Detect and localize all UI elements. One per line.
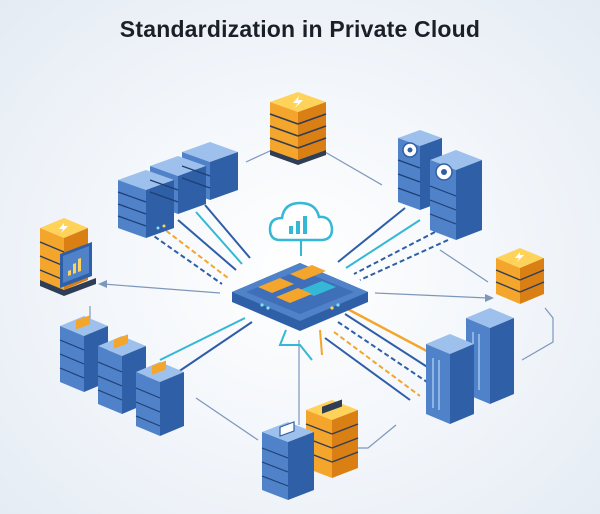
diagram-title: Standardization in Private Cloud: [119, 16, 481, 42]
central-hub: [232, 263, 368, 331]
hub-tile-orange-1: [258, 278, 294, 293]
right-small-orange-server: [495, 248, 545, 304]
lightning-icon: [59, 223, 68, 233]
top-right-fan-servers: [397, 130, 482, 240]
chip-icon: [152, 360, 166, 375]
chip-icon: [322, 399, 342, 414]
bar-chart-icon: [68, 258, 81, 276]
bottom-right-tower-servers: [426, 308, 514, 424]
chip-icon: [279, 421, 295, 437]
lightning-icon: [293, 96, 303, 108]
lightning-icon: [515, 252, 524, 262]
top-left-blade-servers: [117, 142, 238, 238]
network-cables: [147, 204, 449, 401]
chip-icon: [76, 315, 90, 330]
hub-tile-cyan: [300, 281, 336, 296]
bottom-center-server-pair: [261, 399, 359, 500]
gray-connectors: [89, 149, 554, 449]
top-orange-server: [269, 92, 327, 165]
cloud-chart-icon: [268, 201, 334, 256]
chip-icon: [114, 334, 128, 349]
hub-tile-orange-2: [290, 265, 326, 280]
bottom-left-server-group: [59, 315, 184, 436]
left-monitor-server: [39, 218, 96, 296]
hub-tile-orange-3: [276, 288, 312, 303]
